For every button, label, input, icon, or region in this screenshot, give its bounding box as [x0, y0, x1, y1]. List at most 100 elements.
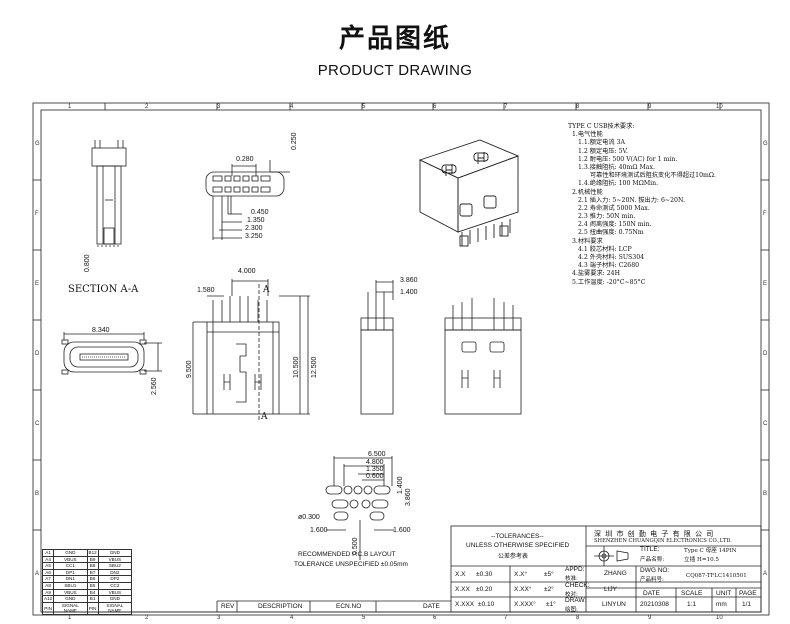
date-label: DATE — [423, 603, 440, 610]
draw-value: LINYUN — [602, 601, 626, 608]
dim-label: 3.860 — [405, 488, 412, 506]
spec-line: 4.盐雾要求: 24H — [572, 270, 620, 278]
title-value-2: 立插 H=10.5 — [684, 557, 719, 563]
dim-label: 0.280 — [236, 156, 254, 163]
tolerance-heading: --TOLERANCES-- — [491, 533, 544, 540]
svg-text:C: C — [35, 421, 40, 427]
date-value: 20210308 — [640, 601, 669, 608]
dim-label: 0.250 — [291, 132, 298, 150]
section-marker-top: A — [263, 285, 270, 295]
unit-value: mm — [716, 601, 727, 608]
spec-line: 1.电气性能 — [572, 131, 603, 139]
col-label: 1 — [68, 104, 72, 110]
dim-label: 2.560 — [151, 377, 158, 395]
title-label-cn: 产品名称: — [640, 557, 665, 563]
iso-view — [418, 139, 520, 247]
svg-text:5: 5 — [362, 615, 366, 621]
drawing-title-en: PRODUCT DRAWING — [317, 62, 473, 79]
top-pin-view — [205, 160, 290, 240]
outer-frame — [32, 102, 770, 616]
dim-label: 9.500 — [186, 360, 193, 378]
ecn-label: ECN.NO — [336, 603, 362, 610]
page-value: 1/1 — [742, 601, 752, 608]
dim-label: 12.500 — [311, 356, 318, 378]
dim-label: 10.500 — [293, 356, 300, 378]
svg-text:B: B — [763, 491, 767, 497]
svg-text:G: G — [763, 141, 768, 147]
unit-head: UNIT — [716, 590, 732, 597]
svg-text:2: 2 — [145, 104, 149, 110]
dim-label: 3.250 — [245, 233, 263, 240]
spec-line: 2.5 扭曲强度: 0.75Nm — [578, 229, 644, 237]
svg-text:6: 6 — [433, 615, 437, 621]
svg-text:3: 3 — [217, 615, 221, 621]
dwg-label-cn: 产品料号: — [640, 577, 664, 583]
spec-line: 1.3.接触阻抗: 40mΩ Max. — [578, 163, 655, 171]
tol-cell: ±2° — [544, 586, 554, 593]
dim-label: ø0.300 — [298, 514, 320, 521]
svg-text:F: F — [35, 211, 39, 217]
tol-cell: ±0.10 — [478, 601, 495, 608]
dim-label: 1.350 — [366, 466, 384, 473]
scale-head: SCALE — [681, 590, 703, 597]
spec-line: 4.1 胶芯材料: LCP — [578, 245, 632, 253]
svg-text:4: 4 — [290, 615, 294, 621]
svg-text:9: 9 — [648, 615, 652, 621]
dim-label: 3.860 — [400, 277, 418, 284]
spec-line: 2.1 插入力: 5~20N. 拔出力: 6~20N. — [578, 196, 685, 204]
spec-line: 2.2 寿命测试 5000 Max. — [578, 204, 650, 212]
svg-text:F: F — [763, 211, 767, 217]
svg-text:10: 10 — [716, 104, 723, 110]
spec-line: 1.2 耐电压: 500 V(AC) for 1 min. — [578, 155, 678, 163]
spec-line: 可靠性和环境测试后阻抗变化不得超过10mΩ. — [590, 172, 717, 180]
dim-label: 1.400 — [397, 476, 404, 494]
dim-label: 1.600 — [310, 527, 328, 534]
svg-text:8: 8 — [576, 615, 580, 621]
draw-label: DRAW: — [565, 597, 587, 604]
spec-line: 2.3 推力: 50N min. — [578, 213, 636, 221]
tol-cell: ±0.30 — [476, 571, 493, 578]
tol-cell: X.XX° — [514, 586, 532, 593]
svg-text:D: D — [35, 351, 40, 357]
svg-text:G: G — [35, 141, 40, 147]
tolerance-line1: UNLESS OTHERWISE SPECIFIED — [466, 542, 570, 549]
svg-text:2: 2 — [145, 615, 149, 621]
pcb-tolerance: TOLERANCE UNSPECIFIED ±0.05mm — [294, 561, 408, 568]
dwg-label: DWG NO: — [640, 567, 670, 574]
front-view — [192, 279, 310, 420]
title-block-lines — [41, 525, 762, 613]
svg-text:10: 10 — [716, 615, 723, 621]
description-label: DESCRIPTION — [258, 603, 303, 610]
right-view — [360, 280, 394, 415]
spec-line: TYPE C USB技术要求: — [568, 123, 635, 130]
pcb-layout — [325, 456, 394, 560]
spec-line: 4.3 端子材料: C2680 — [578, 262, 640, 270]
svg-text:E: E — [35, 281, 39, 287]
drawing-title-cn: 产品图纸 — [338, 24, 451, 54]
dim-label: 6.500 — [368, 451, 386, 458]
dim-label: 1.350 — [247, 217, 265, 224]
svg-text:5: 5 — [362, 104, 366, 110]
tol-cell: X.XXX — [455, 601, 475, 608]
svg-text:1: 1 — [68, 615, 72, 621]
dim-label: 1.580 — [197, 287, 215, 294]
dim-label: 4.000 — [238, 268, 256, 275]
tol-cell: X.XXX° — [514, 601, 536, 608]
title-label: TITLE: — [640, 546, 660, 553]
svg-text:D: D — [763, 351, 768, 357]
dim-label: 4.800 — [366, 459, 384, 466]
dim-label: 0.600 — [366, 473, 384, 480]
date-head: DATE — [643, 590, 660, 597]
svg-text:A: A — [35, 571, 39, 577]
tol-cell: ±1° — [546, 601, 556, 608]
svg-text:4: 4 — [290, 104, 294, 110]
title-value: Type C 母座 14PIN — [684, 548, 737, 554]
dim-label: 0.450 — [251, 209, 269, 216]
dwg-value: CQ087-TFLC1410501 — [686, 573, 747, 579]
